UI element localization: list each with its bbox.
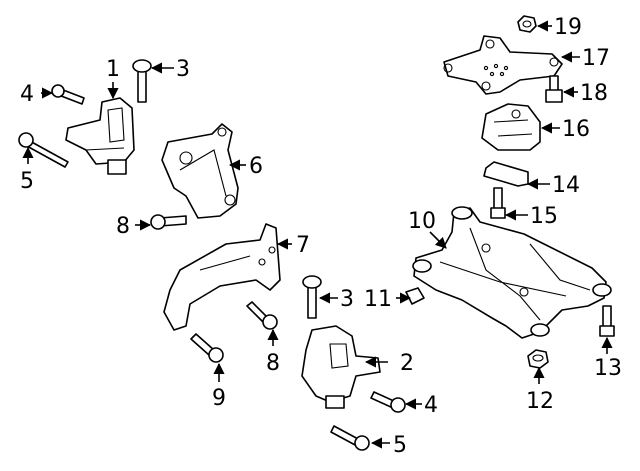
callout-2: 2 xyxy=(400,351,414,376)
mount-bracket-7 xyxy=(163,223,281,331)
bolt-4-upper xyxy=(51,84,85,105)
callout-6: 6 xyxy=(249,154,263,179)
bolt-8-upper xyxy=(150,214,187,230)
callout-labels: 1 2 3 3 4 4 5 5 6 7 8 8 9 10 11 12 13 14… xyxy=(20,15,622,458)
subframe xyxy=(412,206,612,339)
callout-7: 7 xyxy=(296,233,310,258)
callout-15: 15 xyxy=(530,204,558,229)
callout-18: 18 xyxy=(580,81,608,106)
bolt-5-lower xyxy=(330,425,370,451)
callout-1: 1 xyxy=(106,57,120,82)
nut-19 xyxy=(517,15,537,33)
engine-mount-upper xyxy=(65,97,135,175)
bolt-8-middle xyxy=(246,301,278,330)
bolt-13 xyxy=(599,305,615,337)
mount-bracket-6 xyxy=(161,123,239,219)
callout-5-lower: 5 xyxy=(393,433,407,458)
callout-9: 9 xyxy=(212,386,226,411)
clip-11 xyxy=(405,287,425,305)
callout-8-middle: 8 xyxy=(266,351,280,376)
callout-19: 19 xyxy=(554,15,582,40)
callout-14: 14 xyxy=(552,173,580,198)
transmission-mount-16 xyxy=(481,103,541,151)
callout-3-middle: 3 xyxy=(340,287,354,312)
callout-4-upper: 4 xyxy=(20,82,34,107)
nut-12 xyxy=(527,349,549,369)
plate-14 xyxy=(483,161,529,187)
bolt-3-upper xyxy=(132,59,152,103)
callout-12: 12 xyxy=(526,389,554,414)
callout-16: 16 xyxy=(562,117,590,142)
crossmember-17 xyxy=(443,35,563,95)
callout-4-lower: 4 xyxy=(424,393,438,418)
callout-5-upper: 5 xyxy=(20,169,34,194)
callout-3-upper: 3 xyxy=(176,57,190,82)
bolt-3-middle xyxy=(302,275,322,319)
engine-mount-lower xyxy=(301,325,381,409)
callout-13: 13 xyxy=(594,356,622,381)
bolt-4-lower xyxy=(370,391,406,413)
callout-17: 17 xyxy=(582,46,610,71)
callout-11: 11 xyxy=(364,287,392,312)
bolt-15 xyxy=(490,187,506,219)
bolt-9 xyxy=(190,333,224,363)
bolt-18 xyxy=(545,75,563,103)
leader-lines xyxy=(22,20,613,449)
callout-8-upper: 8 xyxy=(116,214,130,239)
bolt-5-upper xyxy=(18,132,69,168)
callout-10: 10 xyxy=(408,209,436,234)
